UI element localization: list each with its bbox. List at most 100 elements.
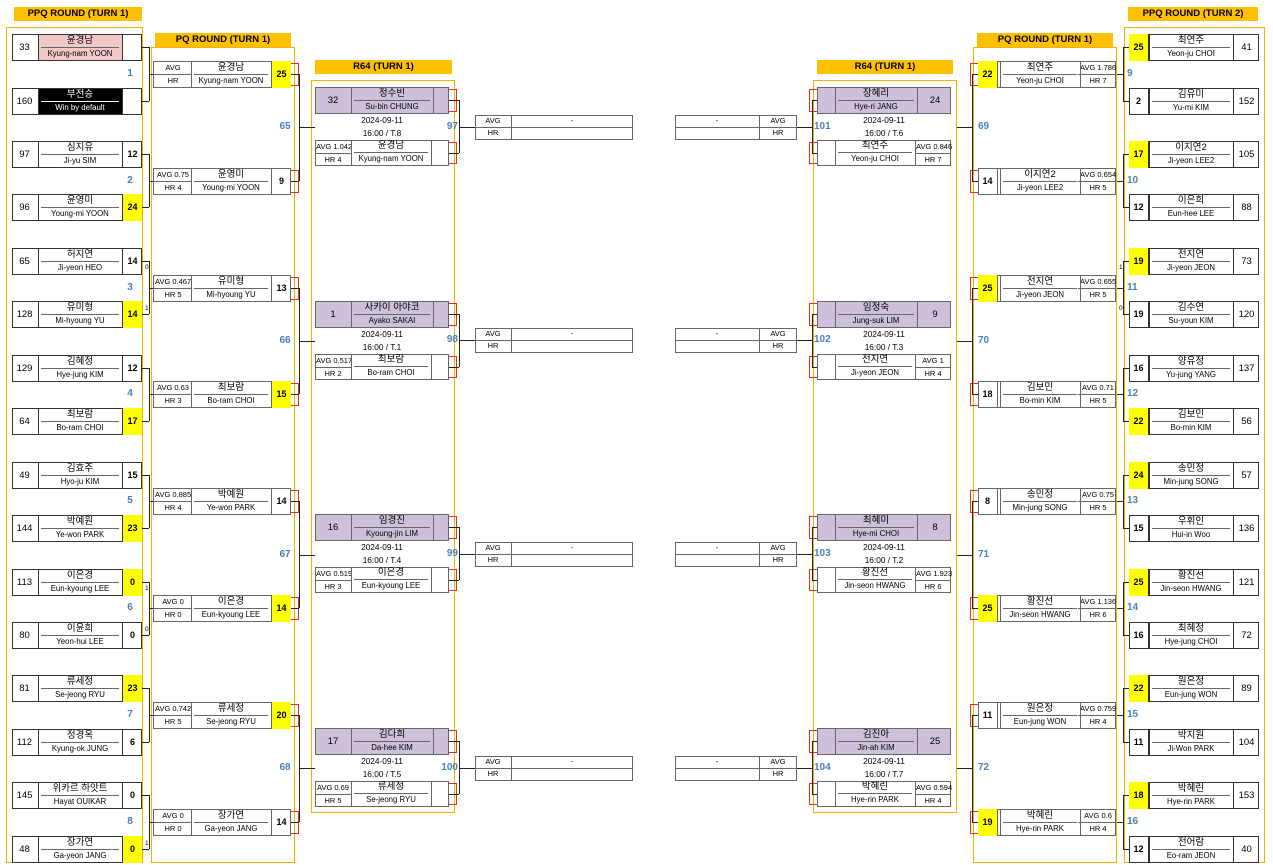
bracket-line — [449, 100, 459, 101]
name-separator — [41, 741, 119, 743]
result-separator — [675, 767, 797, 769]
score: 14 — [122, 301, 142, 329]
player-name-en: Mi-hyoung YU — [206, 289, 256, 299]
seed-number: 145 — [16, 790, 33, 802]
match-date: 2024-09-11 — [863, 542, 905, 553]
seed-number: 33 — [19, 42, 30, 53]
divider — [1233, 461, 1234, 489]
player-name-ko: 류세정 — [377, 781, 405, 793]
divider — [433, 300, 434, 328]
player-name-ko: 이지연2 — [1024, 168, 1056, 180]
seed-number: 137 — [1238, 362, 1255, 374]
result-value: - — [715, 115, 719, 125]
hr-stat: HR 7 — [924, 155, 942, 164]
bracket-line — [797, 553, 812, 555]
divider — [1233, 408, 1234, 436]
bracket-line — [1117, 73, 1123, 75]
name-separator — [194, 394, 268, 396]
divider — [1149, 354, 1150, 382]
seed-number: 41 — [1241, 42, 1252, 53]
round-frame — [151, 47, 295, 863]
avg-stat: AVG 0.69 — [317, 783, 349, 793]
seed-number: 88 — [1241, 202, 1252, 214]
player-name-en: Hui-in Woo — [1171, 530, 1211, 540]
bracket-line — [149, 715, 155, 717]
connector-mark — [809, 516, 817, 540]
divider — [431, 567, 432, 594]
player-name-en: Bo-ram CHOI — [207, 396, 255, 406]
player-name-en: Se-jeong RYU — [206, 717, 256, 727]
player-name-en: Ji-yeon JEON — [1015, 289, 1065, 299]
bracket-line — [142, 688, 149, 690]
stat-separator — [315, 794, 351, 796]
bracket-line — [291, 607, 299, 609]
bracket-line — [449, 313, 459, 315]
bracket-line — [1123, 795, 1124, 849]
divider — [38, 140, 39, 168]
stat-separator — [153, 501, 191, 503]
score: 25 — [271, 61, 291, 88]
player-name-en: Yu-jung YANG — [1166, 369, 1216, 379]
divider — [1233, 354, 1234, 382]
bracket-line — [1123, 795, 1129, 797]
bracket-line — [812, 100, 813, 153]
bracket-line — [449, 153, 459, 154]
stat-separator — [1078, 715, 1116, 717]
name-separator — [1152, 260, 1230, 262]
name-separator — [354, 741, 430, 743]
player-name-ko: 김혜정 — [66, 355, 94, 367]
stat-separator — [1078, 180, 1116, 182]
score: 17 — [1129, 140, 1149, 168]
player-name-en: Kyung-nam YOON — [198, 76, 264, 85]
result-separator — [475, 767, 633, 769]
seed-number: 72 — [1241, 630, 1252, 641]
bracket-line — [1123, 153, 1129, 155]
connector-mark — [970, 490, 978, 514]
divider — [1149, 87, 1150, 115]
name-separator — [41, 795, 119, 797]
match-number: 10 — [1127, 174, 1139, 186]
player-name-ko: 전어람 — [1177, 836, 1205, 848]
match-number: 99 — [446, 547, 458, 559]
player-name-ko: 황진선 — [1177, 569, 1205, 581]
player-name-ko: 류세정 — [217, 703, 245, 715]
bracket-line — [972, 501, 978, 503]
player-name-en: Ji-Won PARK — [1167, 743, 1215, 753]
connector-mark — [809, 730, 817, 754]
seed-number: 40 — [1241, 843, 1252, 855]
player-name-en: Se-jeong RYU — [55, 690, 105, 700]
bracket-line — [1117, 287, 1123, 289]
name-separator — [1003, 394, 1077, 396]
avg-stat: AVG 0.75 — [1082, 490, 1114, 500]
match-number: 98 — [446, 334, 458, 346]
avg-stat: AVG 0.759 — [1080, 704, 1117, 714]
player-name-ko: 윤경남 — [66, 35, 94, 46]
divider — [351, 87, 352, 114]
match-number: 14 — [1127, 602, 1139, 614]
match-time-table: 16:00 / T.6 — [864, 128, 904, 138]
name-separator — [838, 527, 914, 529]
player-name-en: Su-youn KIM — [1168, 316, 1214, 326]
divider — [835, 728, 836, 756]
seed-number: 129 — [16, 362, 33, 374]
score: 19 — [978, 808, 998, 836]
score: 22 — [1129, 408, 1149, 436]
bracket-line — [957, 768, 972, 770]
player-name-en: Da-hee KIM — [371, 743, 413, 753]
hr-stat: HR 4 — [1089, 717, 1107, 727]
score: 25 — [1129, 568, 1149, 596]
bracket-line — [142, 260, 149, 262]
score: 13 — [271, 274, 291, 302]
player-name-ko: 최보람 — [217, 382, 245, 394]
player-name-ko: 임경진 — [378, 515, 406, 527]
player-name-en: Hye-mi CHOI — [852, 529, 900, 539]
hr-stat: HR 6 — [924, 582, 942, 592]
player-name-en: Bo-ram CHOI — [56, 423, 104, 433]
score: 0 — [122, 782, 142, 810]
match-number: 7 — [127, 709, 133, 721]
divider — [835, 140, 836, 166]
match-date: 2024-09-11 — [863, 328, 905, 339]
name-separator — [41, 153, 119, 155]
name-separator — [354, 152, 428, 153]
divider — [431, 140, 432, 166]
